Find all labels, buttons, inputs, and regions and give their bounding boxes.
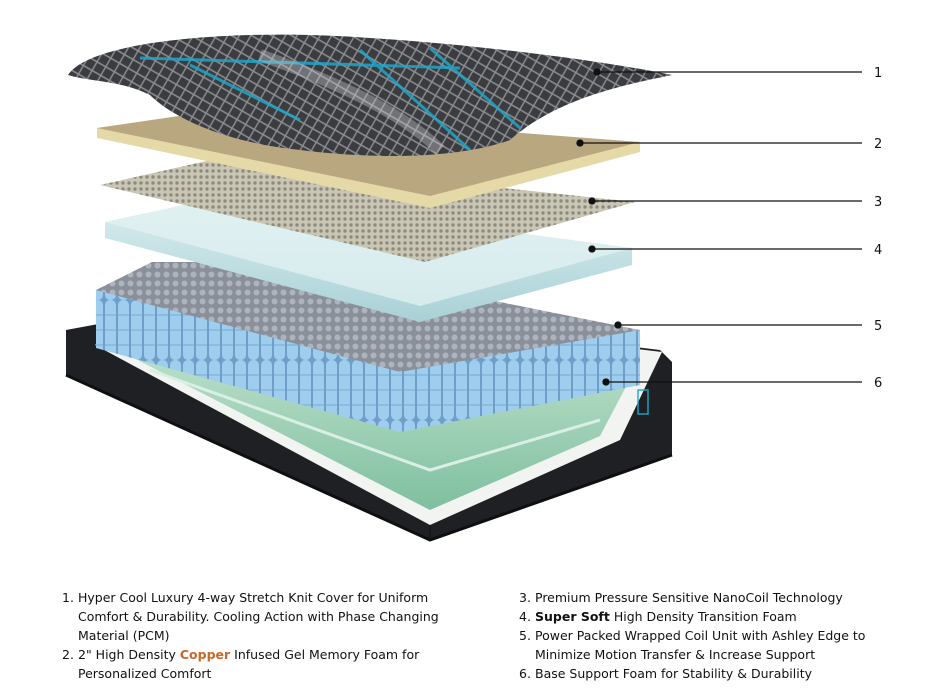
knit-cover-layer [68, 34, 672, 156]
legend-text: Power Packed Wrapped Coil Unit with Ashl… [535, 628, 866, 662]
legend-number: 1. [62, 590, 74, 605]
legend-right-column: 3. Premium Pressure Sensitive NanoCoil T… [519, 588, 899, 683]
transition-foam-layer [105, 195, 632, 322]
legend-item-1: 1. Hyper Cool Luxury 4-way Stretch Knit … [62, 588, 482, 645]
callout-numbers: 1 2 3 4 5 6 [874, 66, 882, 391]
legend-text: Premium Pressure Sensitive NanoCoil Tech… [535, 590, 843, 605]
callout-lines [576, 68, 862, 386]
legend-left-column: 1. Hyper Cool Luxury 4-way Stretch Knit … [62, 588, 482, 683]
legend-number: 3. [519, 590, 531, 605]
callout-number-5: 5 [874, 319, 882, 334]
legend-number: 6. [519, 666, 531, 681]
callout-number-4: 4 [874, 243, 882, 258]
super-soft-highlight: Super Soft [535, 609, 610, 624]
legend-text-post: Infused Gel Memory Foam for Personalized… [78, 647, 420, 681]
nanocoil-layer [100, 158, 635, 262]
legend-text: Base Support Foam for Stability & Durabi… [535, 666, 813, 681]
legend-text: Hyper Cool Luxury 4-way Stretch Knit Cov… [78, 590, 439, 643]
callout-number-3: 3 [874, 195, 882, 210]
mattress-layer-diagram: 1 2 3 4 5 6 [65, 34, 882, 542]
legend-text-pre: 2" High Density [78, 647, 180, 662]
legend-item-2: 2. 2" High Density Copper Infused Gel Me… [62, 645, 482, 683]
legend-number: 4. [519, 609, 531, 624]
wrapped-coil-layer [96, 262, 640, 432]
legend-text-post: High Density Transition Foam [609, 609, 797, 624]
legend-item-4: 4. Super Soft High Density Transition Fo… [519, 607, 899, 626]
legend-number: 2. [62, 647, 74, 662]
legend-item-3: 3. Premium Pressure Sensitive NanoCoil T… [519, 588, 899, 607]
legend-item-5: 5. Power Packed Wrapped Coil Unit with A… [519, 626, 899, 664]
callout-number-1: 1 [874, 66, 882, 81]
copper-highlight: Copper [179, 647, 231, 662]
legend-number: 5. [519, 628, 531, 643]
callout-number-2: 2 [874, 137, 882, 152]
callout-number-6: 6 [874, 376, 882, 391]
legend-item-6: 6. Base Support Foam for Stability & Dur… [519, 664, 899, 683]
